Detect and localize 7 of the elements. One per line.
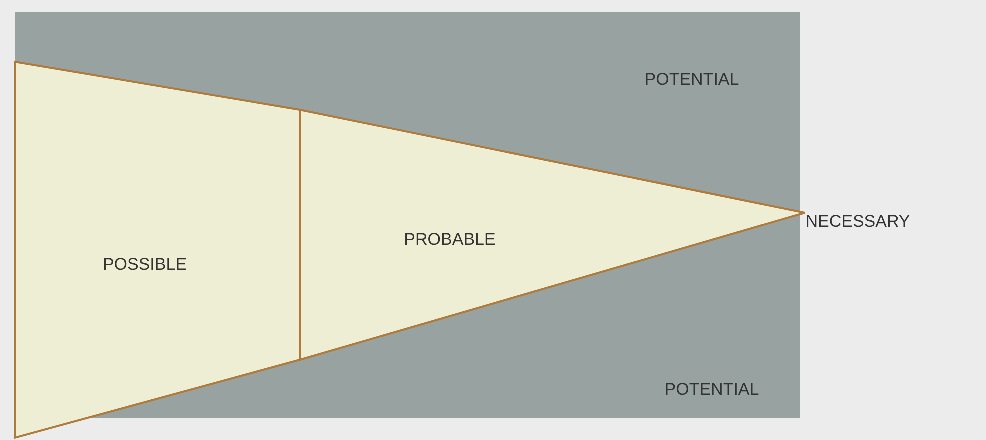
trapezoid-region	[15, 62, 300, 438]
region-label: POTENTIAL	[644, 70, 740, 90]
region-label: POTENTIAL	[664, 380, 760, 400]
triangle-region	[300, 110, 805, 360]
region-label: NECESSARY	[806, 212, 910, 232]
region-label: PROBABLE	[404, 230, 496, 250]
region-label: POSSIBLE	[102, 255, 188, 275]
